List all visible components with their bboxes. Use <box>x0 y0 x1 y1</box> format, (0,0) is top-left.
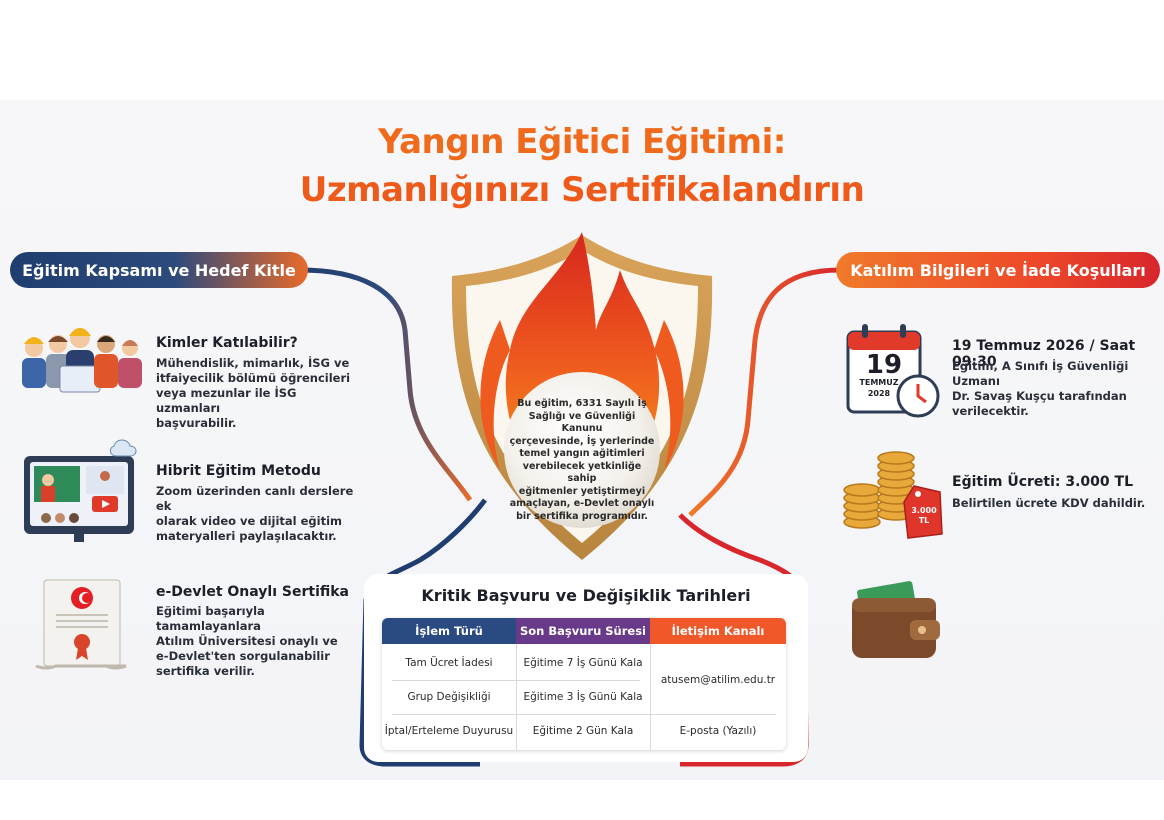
fee-text: Belirtilen ücrete KDV dahildir. <box>952 496 1146 510</box>
price-tag-label: 3.000 TL <box>906 506 942 526</box>
text-line: Eğitim, A Sınıfı İş Güvenliği Uzmanı <box>952 359 1129 388</box>
table-divider <box>516 644 517 750</box>
coins-price-tag-icon <box>843 451 943 539</box>
text-line: sertifika verilir. <box>156 664 255 678</box>
table-cell: Eğitime 7 İş Günü Kala <box>523 657 643 669</box>
text-line: Dr. Savaş Kuşçu tarafından <box>952 389 1127 403</box>
calendar-day: 19 <box>865 350 903 380</box>
online-classroom-icon <box>24 439 137 542</box>
text-line: materyalleri paylaşılacaktır. <box>156 529 337 543</box>
text-line: verilecektir. <box>952 404 1029 418</box>
right-connector-line <box>688 267 841 517</box>
table-cell: Eğitime 2 Gün Kala <box>532 725 634 737</box>
hybrid-method-text: Zoom üzerinden canlı derslere ek olarak … <box>156 484 356 544</box>
table-cell-contact-email: atusem@atilim.edu.tr <box>660 674 776 686</box>
table-cell: E-posta (Yazılı) <box>679 725 757 737</box>
deadlines-title: Kritik Başvuru ve Değişiklik Tarihleri <box>421 586 751 605</box>
table-cell: İptal/Erteleme Duyurusu <box>384 725 514 737</box>
workers-group-icon <box>22 328 142 393</box>
text-line: amaçlayan, e-Devlet onaylı <box>509 498 655 509</box>
text-line: Sağlığı ve Güvenliği Kanunu <box>528 410 636 435</box>
certificate-text: Eğitimi başarıyla tamamlayanlara Atılım … <box>156 604 356 679</box>
table-header-deadline: Son Başvuru Süresi <box>516 618 650 644</box>
flame-shield-icon <box>451 232 713 560</box>
date-text: Eğitim, A Sınıfı İş Güvenliği Uzmanı Dr.… <box>952 359 1158 419</box>
certificate-title: e-Devlet Onaylı Sertifika <box>156 584 349 600</box>
price-tag-amount: 3.000 <box>911 506 937 515</box>
table-header-type: İşlem Türü <box>382 618 516 644</box>
who-can-join-text: Mühendislik, mimarlık, İSG ve itfaiyecil… <box>156 356 356 431</box>
text-line: e-Devlet'ten sorgulanabilir <box>156 649 330 663</box>
text-line: çerçevesinde, İş yerlerinde <box>509 435 655 447</box>
text-line: verebilecek yetkinliğe sahip <box>522 460 642 485</box>
left-section-banner: Eğitim Kapsamı ve Hedef Kitle <box>10 252 308 288</box>
text-line: olarak video ve dijital eğitim <box>156 514 343 528</box>
certificate-icon <box>35 579 127 670</box>
text-line: temel yangın ağitimleri <box>519 448 645 459</box>
text-line: eğitmenler yetiştirmeyi <box>518 485 646 497</box>
hybrid-method-title: Hibrit Eğitim Metodu <box>156 463 321 479</box>
table-divider <box>650 644 651 750</box>
text-line: bir sertifika programıdır. <box>516 510 648 522</box>
text-line: Eğitimi başarıyla tamamlayanlara <box>156 604 265 633</box>
deadlines-table: İşlem Türü Son Başvuru Süresi İletişim K… <box>382 618 786 750</box>
left-connector-line <box>299 267 473 502</box>
right-section-banner: Katılım Bilgileri ve İade Koşulları <box>836 252 1160 288</box>
fee-title: Eğitim Ücreti: 3.000 TL <box>952 474 1133 490</box>
text-line: Bu eğitim, 6331 Sayılı İş <box>517 398 647 409</box>
calendar-clock-icon <box>846 324 940 418</box>
table-cell: Tam Ücret İadesi <box>405 657 493 669</box>
text-line: veya mezunlar ile İSG uzmanları <box>156 386 297 415</box>
calendar-month: TEMMUZ <box>859 378 899 387</box>
price-tag-currency: TL <box>918 516 930 525</box>
table-cell: Grup Değişikliği <box>407 691 491 703</box>
text-line: Mühendislik, mimarlık, İSG ve <box>156 356 350 370</box>
text-line: Zoom üzerinden canlı derslere ek <box>156 484 354 513</box>
text-line: başvurabilir. <box>156 416 237 430</box>
table-cell: Eğitime 3 İş Günü Kala <box>523 691 643 703</box>
table-divider <box>392 714 776 715</box>
wallet-icon <box>852 581 940 658</box>
calendar-year: 2028 <box>867 389 891 398</box>
main-title-line2: Uzmanlığınızı Sertifikalandırın <box>299 170 865 210</box>
text-line: Atılım Üniversitesi onaylı ve <box>156 634 338 648</box>
table-header-channel: İletişim Kanalı <box>650 618 786 644</box>
main-title-line1: Yangın Eğitici Eğitimi: <box>378 122 786 162</box>
who-can-join-title: Kimler Katılabilir? <box>156 335 298 351</box>
date-title: 19 Temmuz 2026 / Saat 09:30 <box>952 338 1136 370</box>
text-line: itfaiyecilik bölümü öğrencileri <box>156 371 351 385</box>
shield-description: Bu eğitim, 6331 Sayılı İş Sağlığı ve Güv… <box>508 398 656 523</box>
